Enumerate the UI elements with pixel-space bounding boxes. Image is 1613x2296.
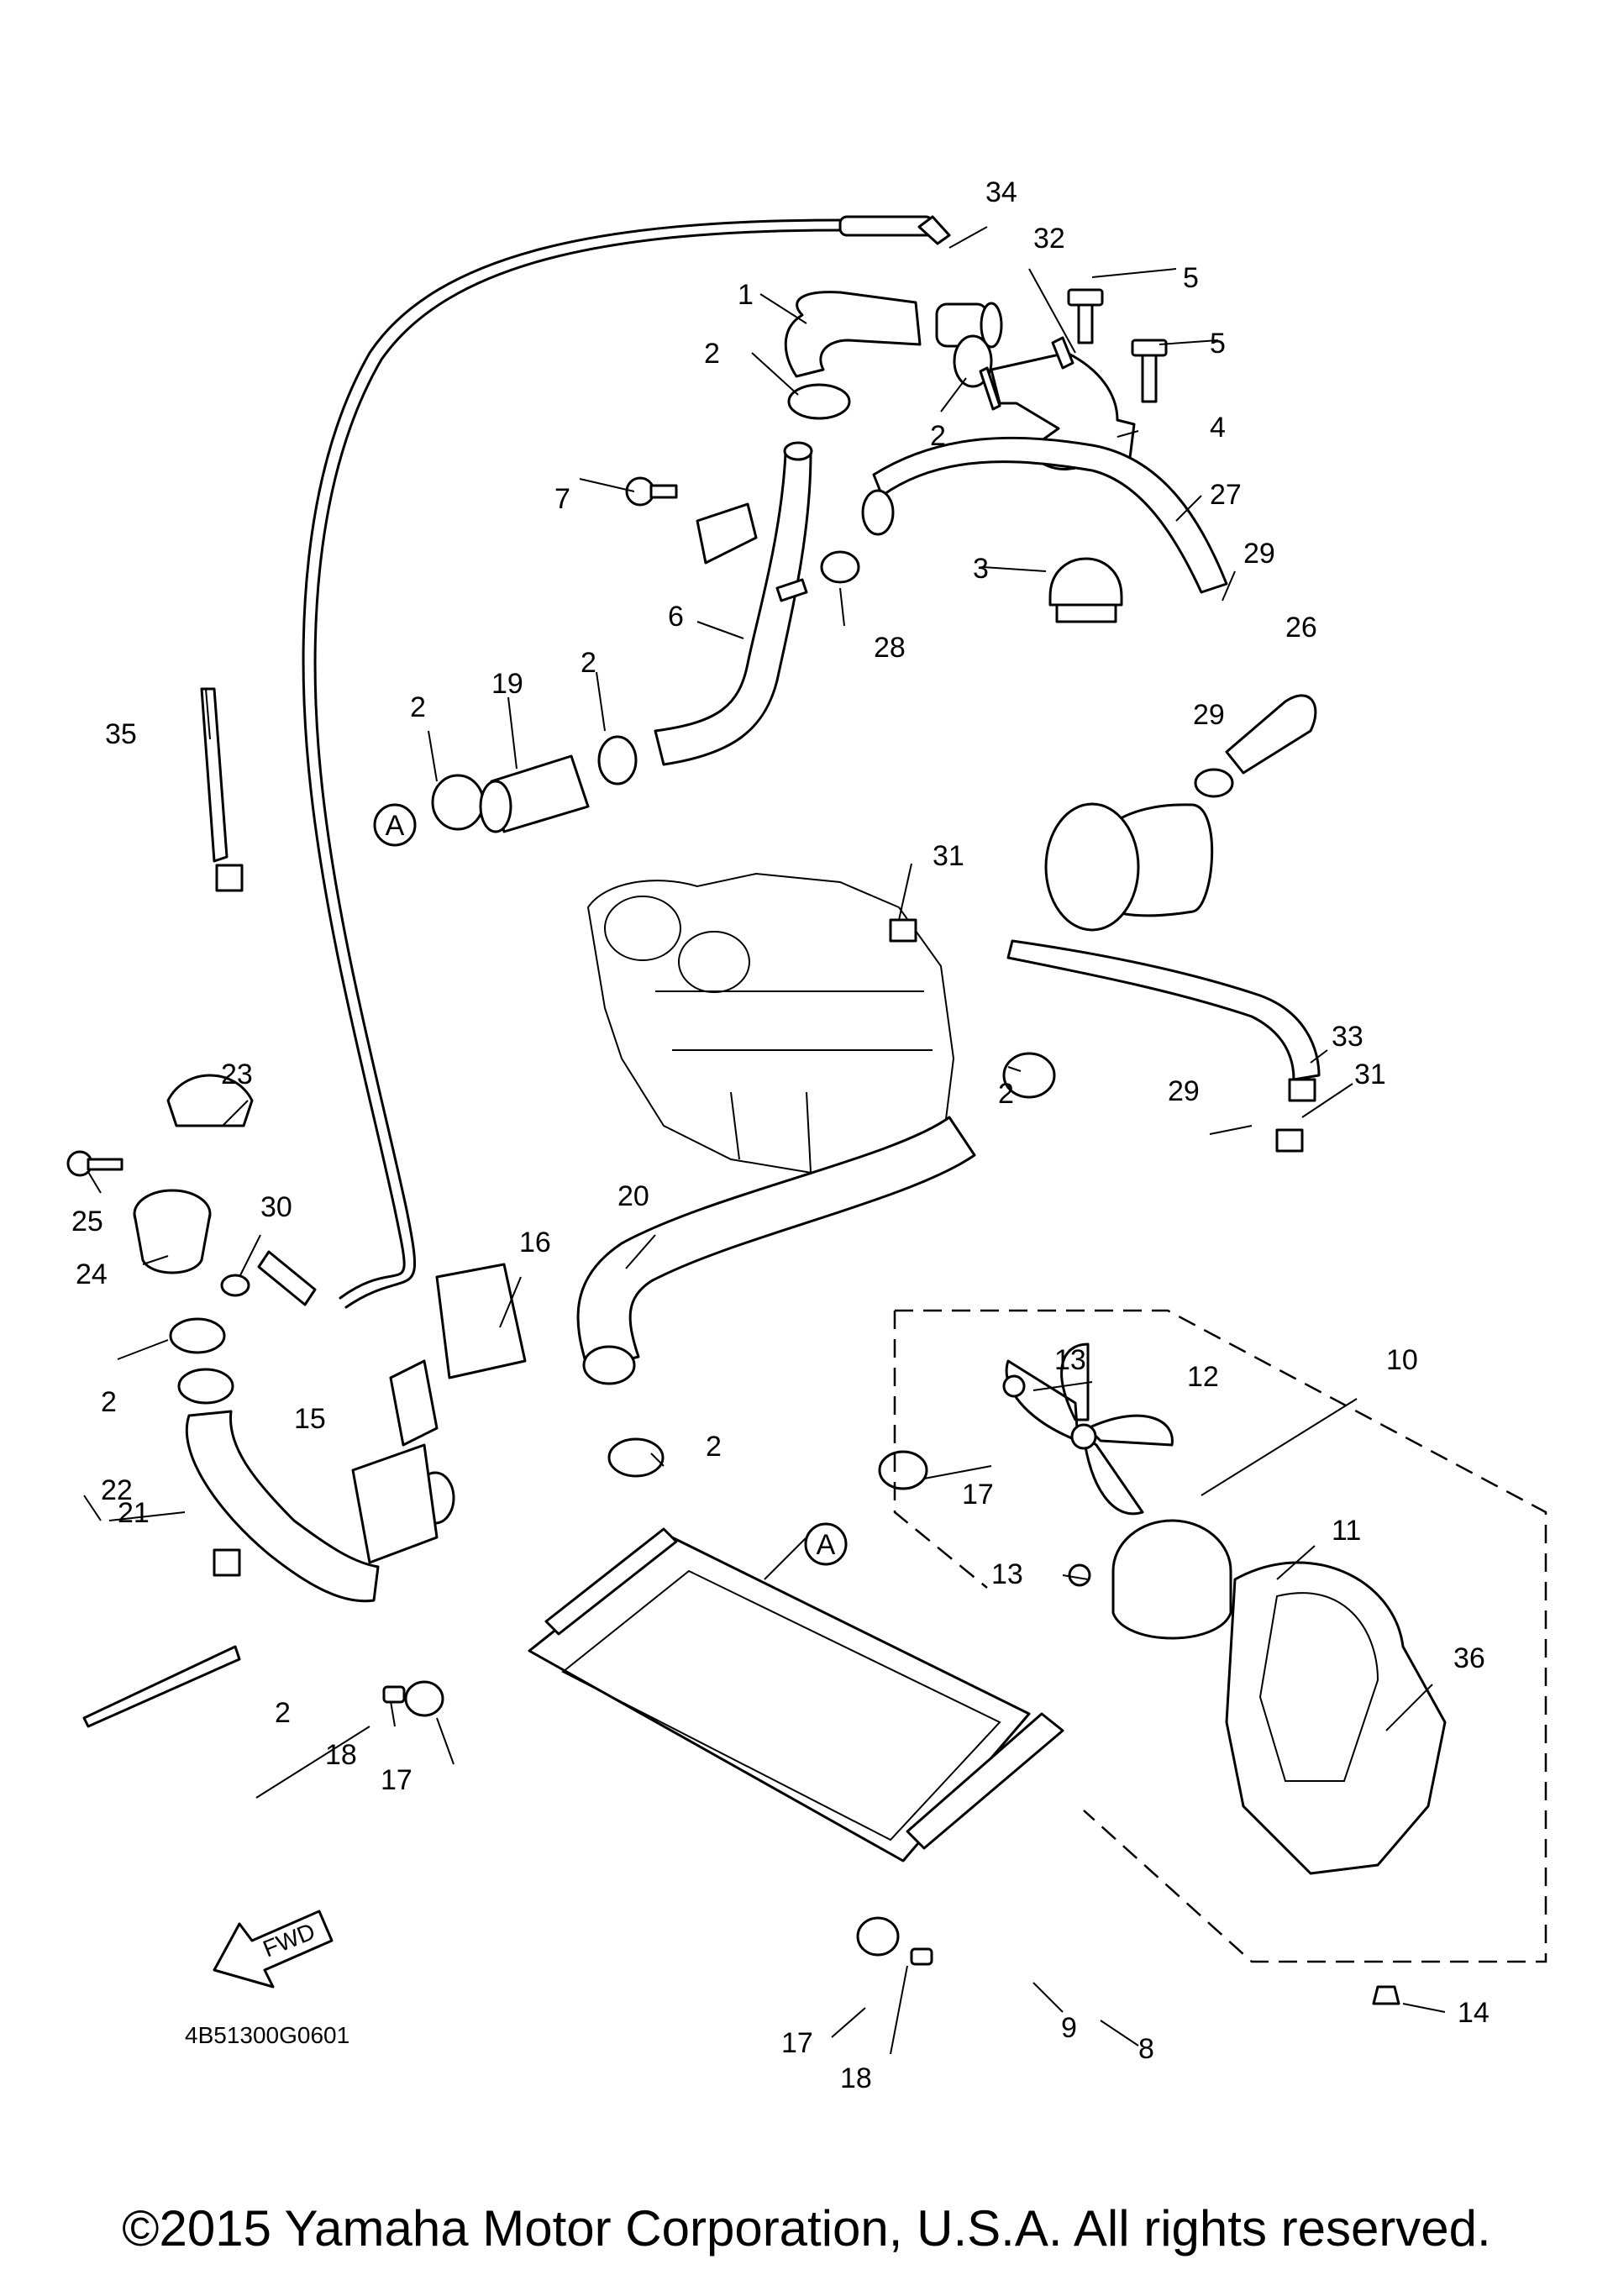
callout-23: 23 (221, 1059, 253, 1090)
callout-5: 5 (1183, 262, 1199, 294)
callout-1: 1 (738, 279, 754, 311)
grommet-17 (404, 1450, 928, 1957)
callout-17: 17 (962, 1479, 994, 1511)
callout-18: 18 (325, 1739, 357, 1771)
callout-25: 25 (71, 1206, 103, 1237)
engine-block (586, 872, 955, 1178)
callout-9: 9 (1061, 2012, 1077, 2044)
callout-11: 11 (1332, 1515, 1361, 1547)
radiator-cap-23 (166, 1074, 254, 1127)
callout-31: 31 (1354, 1059, 1386, 1090)
fan-assembly-boundary-10 (893, 1309, 1547, 1963)
callout-2: 2 (998, 1078, 1014, 1110)
callout-29: 29 (1243, 538, 1275, 570)
callout-2: 2 (930, 420, 946, 452)
connection-marker-a: A A (373, 803, 848, 1566)
copyright-notice: ©2015 Yamaha Motor Corporation, U.S.A. A… (122, 2200, 1491, 2257)
callout-19: 19 (491, 668, 523, 700)
callout-26: 26 (1285, 612, 1317, 644)
collar-18 (382, 1685, 933, 1966)
callout-6: 6 (668, 601, 684, 633)
callout-36: 36 (1453, 1642, 1485, 1674)
svg-text:A: A (817, 1529, 836, 1561)
fan-motor-11 (1111, 1519, 1232, 1640)
callout-22: 22 (101, 1474, 133, 1506)
radiator-8 (528, 1527, 1064, 1863)
callout-29: 29 (1193, 699, 1225, 731)
callout-2: 2 (706, 1431, 722, 1463)
filler-neck-24 (66, 1150, 250, 1297)
nut-13 (1002, 1374, 1091, 1587)
bolt-5 (1067, 288, 1168, 403)
bolt-7 (625, 476, 758, 565)
callout-34: 34 (985, 176, 1017, 208)
callout-5: 5 (1210, 328, 1226, 360)
sponge-15 (351, 1359, 439, 1564)
sponge-16 (435, 1263, 527, 1379)
breather-hose-34 (257, 215, 951, 1309)
callout-15: 15 (294, 1403, 326, 1435)
hose-20 (576, 1116, 976, 1385)
callout-20: 20 (617, 1180, 649, 1212)
fan-shroud-36 (1225, 1561, 1447, 1875)
clip-28 (820, 550, 860, 584)
callout-13: 13 (991, 1558, 1023, 1590)
fwd-arrow-icon: FWD (213, 1910, 334, 1989)
callout-24: 24 (76, 1258, 108, 1290)
thermostat-housing-4 (979, 336, 1136, 470)
callout-13: 13 (1054, 1344, 1086, 1376)
callout-28: 28 (874, 632, 906, 664)
callout-2: 2 (410, 691, 426, 723)
callout-2: 2 (275, 1697, 291, 1729)
callout-2: 2 (101, 1386, 117, 1418)
hose-19 (479, 754, 590, 833)
callout-18: 18 (840, 2062, 872, 2094)
callout-35: 35 (105, 718, 137, 750)
callout-7: 7 (554, 483, 570, 515)
pipe-6 (654, 441, 813, 766)
diagram-reference-code: 4B51300G0601 (185, 2022, 349, 2048)
leader-lines (83, 226, 1446, 2055)
callout-3: 3 (973, 553, 989, 585)
callout-12: 12 (1187, 1361, 1219, 1393)
bolt-14 (1372, 1985, 1400, 2005)
callout-16: 16 (519, 1227, 551, 1258)
cable-tie-22 (82, 1548, 241, 1728)
callout-17: 17 (781, 2027, 813, 2059)
callout-30: 30 (260, 1191, 292, 1223)
callout-2: 2 (581, 647, 596, 679)
hose-27 (861, 436, 1228, 594)
callout-8: 8 (1138, 2033, 1154, 2065)
reservoir-tank (1044, 694, 1317, 932)
callout-17: 17 (381, 1764, 412, 1796)
fan-12 (1005, 1342, 1174, 1516)
callout-4: 4 (1210, 412, 1226, 444)
hose-21 (177, 1368, 380, 1603)
callout-32: 32 (1033, 223, 1065, 255)
hose-33 (889, 918, 1321, 1153)
callout-2: 2 (704, 338, 720, 370)
callout-14: 14 (1458, 1997, 1490, 2029)
thermostat-3 (1048, 557, 1123, 623)
callout-10: 10 (1386, 1344, 1418, 1376)
callout-29: 29 (1168, 1075, 1200, 1107)
callout-21: 21 (118, 1497, 150, 1529)
callout-33: 33 (1332, 1021, 1363, 1053)
callout-labels: 1 2 2 2 2 2 2 2 2 3 4 5 5 6 7 8 9 10 11 … (71, 176, 1490, 2094)
cable-tie-35 (200, 687, 244, 892)
callout-27: 27 (1210, 479, 1242, 511)
callout-31: 31 (933, 840, 964, 872)
svg-text:A: A (386, 810, 405, 842)
